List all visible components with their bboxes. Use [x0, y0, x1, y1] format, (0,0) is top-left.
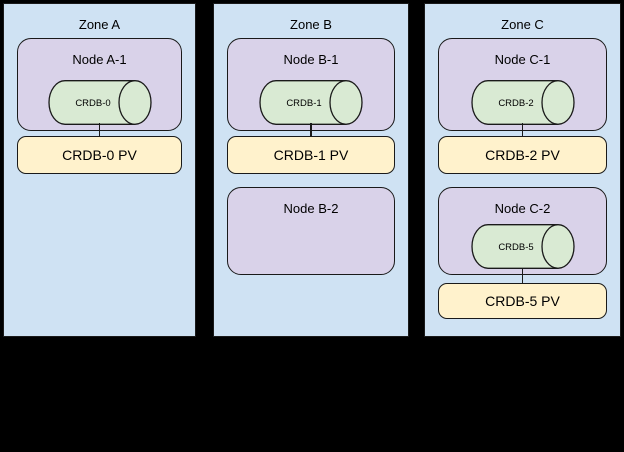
cylinder-crdb-2: CRDB-2 [470, 80, 575, 125]
node-a1-title: Node A-1 [72, 52, 127, 67]
cylinder-crdb-0-label: CRDB-0 [75, 98, 110, 109]
cylinder-crdb-5: CRDB-5 [470, 224, 575, 269]
connector-line [310, 123, 312, 137]
cylinder-cap [540, 224, 575, 269]
pv-crdb-1: CRDB-1 PV [227, 136, 395, 174]
zone-a: Zone A Node A-1 CRDB-0 CRDB-0 PV [3, 3, 196, 337]
node-b1-title: Node B-1 [283, 52, 339, 67]
cylinder-body [47, 80, 135, 125]
node-b1: Node B-1 CRDB-1 [227, 38, 395, 131]
node-c2: Node C-2 CRDB-5 [438, 187, 607, 275]
connector-line [521, 123, 524, 137]
cylinder-body [470, 80, 558, 125]
cylinder-cap [329, 80, 363, 125]
zone-a-title: Zone A [78, 17, 121, 32]
pv-crdb-2: CRDB-2 PV [438, 136, 607, 174]
cylinder-crdb-5-label: CRDB-5 [498, 242, 533, 253]
zone-b-title: Zone B [290, 17, 332, 32]
connector-line [521, 269, 524, 284]
zone-c: Zone C Node C-1 CRDB-2 CRDB-2 PV Node C-… [424, 3, 621, 337]
connector-line [98, 123, 101, 137]
pv-crdb-0: CRDB-0 PV [17, 136, 182, 174]
node-c1: Node C-1 CRDB-2 [438, 38, 607, 131]
node-c1-title: Node C-1 [494, 52, 551, 67]
node-b2: Node B-2 [227, 187, 395, 275]
cylinder-cap [117, 80, 152, 125]
cylinder-body [470, 224, 558, 269]
zone-b: Zone B Node B-1 CRDB-1 CRDB-1 PV Node B-… [213, 3, 409, 337]
node-b2-title: Node B-2 [283, 201, 339, 216]
cylinder-body [259, 80, 346, 125]
cylinder-crdb-2-label: CRDB-2 [498, 98, 533, 109]
cylinder-crdb-1: CRDB-1 [259, 80, 363, 125]
cylinder-cap [540, 80, 575, 125]
node-a1: Node A-1 CRDB-0 [17, 38, 182, 131]
node-c2-title: Node C-2 [494, 201, 551, 216]
zone-c-title: Zone C [501, 17, 544, 32]
cylinder-crdb-0: CRDB-0 [47, 80, 152, 125]
pv-crdb-5: CRDB-5 PV [438, 283, 607, 319]
cylinder-crdb-1-label: CRDB-1 [286, 98, 321, 109]
